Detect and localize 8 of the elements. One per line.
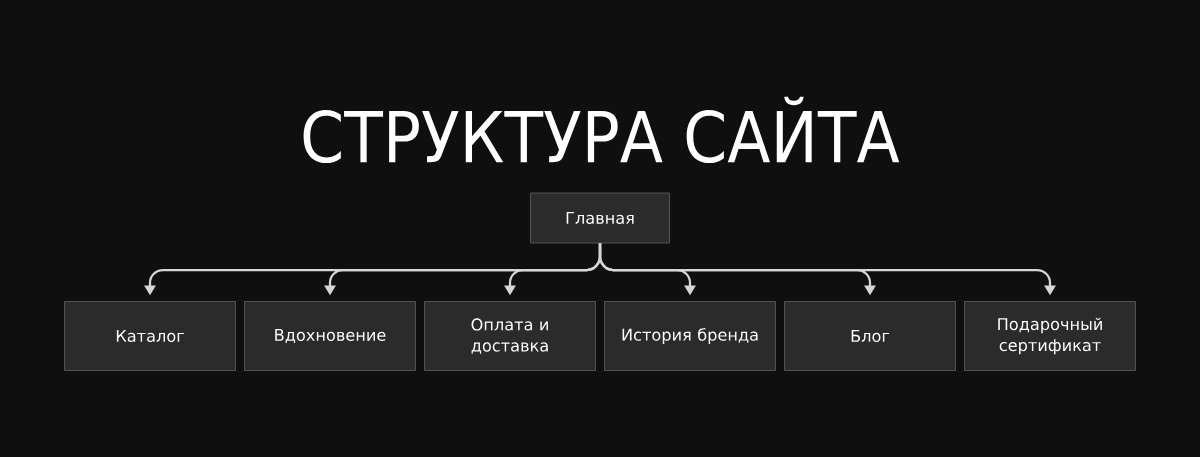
page-box: Каталог xyxy=(64,301,236,371)
page-box: Главная xyxy=(530,192,670,244)
page-box: Вдохновение xyxy=(244,301,416,371)
page-box: История бренда xyxy=(604,301,776,371)
page-box: Подарочный сертификат xyxy=(964,301,1136,371)
title: СТРУКТУРА САЙТА xyxy=(303,96,900,164)
page-box: Блог xyxy=(784,301,956,371)
page-box: Оплата и доставка xyxy=(424,301,596,371)
